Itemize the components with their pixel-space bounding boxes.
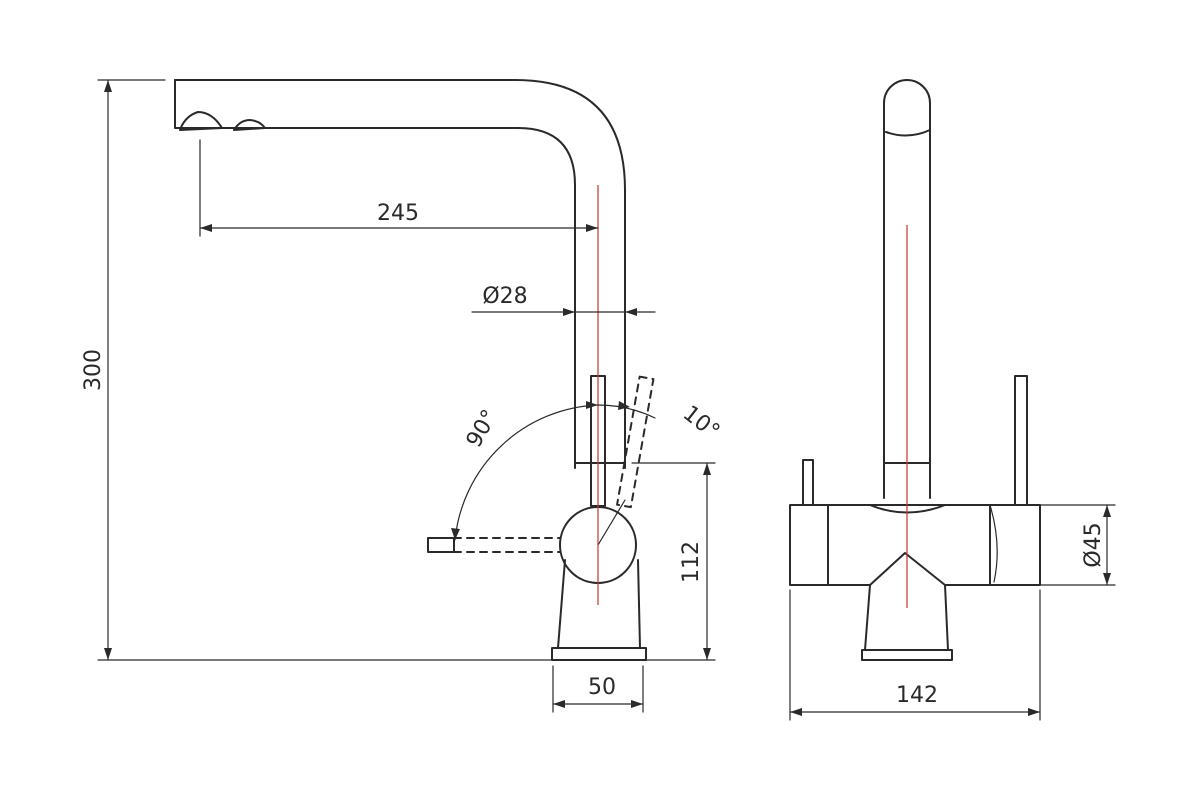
left-small-lever bbox=[802, 459, 814, 506]
dim-300-arrow-top bbox=[104, 80, 112, 92]
dim-245-arrow-right bbox=[586, 224, 598, 232]
dim-90-arrow-top bbox=[586, 401, 598, 409]
dim-112-arrow-top bbox=[703, 463, 711, 475]
lever-tilted-10deg bbox=[616, 375, 655, 509]
dim-50-arrow-right bbox=[631, 700, 643, 708]
front-view: Ø45 142 bbox=[789, 79, 1116, 721]
dim-112-label: 112 bbox=[679, 541, 704, 583]
dim-45-label: Ø45 bbox=[1081, 522, 1106, 567]
spray-nozzle-large bbox=[179, 111, 223, 131]
dim-45-arrow-top bbox=[1103, 505, 1111, 517]
lever-pivot-line bbox=[597, 499, 626, 546]
dim-10-arrow bbox=[618, 401, 630, 410]
body-housing bbox=[557, 559, 641, 649]
dim-50-label: 50 bbox=[588, 675, 616, 700]
left-valve-cap bbox=[789, 504, 829, 586]
dim-142-arrow-right bbox=[1028, 708, 1040, 716]
spray-nozzle-small bbox=[233, 119, 266, 131]
dim-142-arrow-left bbox=[790, 708, 802, 716]
dim-90-arc bbox=[454, 404, 599, 541]
dim-10-arc bbox=[597, 404, 656, 419]
dim-300-arrow-bottom bbox=[104, 648, 112, 660]
dim-50-arrow-left bbox=[553, 700, 565, 708]
base-plate bbox=[551, 647, 647, 661]
right-tall-lever bbox=[1014, 375, 1028, 506]
dim-28-arrow-left bbox=[563, 308, 575, 316]
lever-horizontal-90deg bbox=[427, 537, 561, 553]
dim-112-arrow-bottom bbox=[703, 648, 711, 660]
dim-142-label: 142 bbox=[896, 683, 938, 708]
spout-outer-contour bbox=[174, 79, 626, 469]
dim-28-label: Ø28 bbox=[482, 284, 527, 309]
dim-245-label: 245 bbox=[377, 201, 419, 226]
dim-10-label: 10° bbox=[678, 401, 724, 445]
dim-300-label: 300 bbox=[81, 349, 106, 391]
front-base-plate bbox=[861, 649, 953, 661]
dim-90-label: 90° bbox=[462, 406, 503, 452]
dim-28-arrow-right bbox=[625, 308, 637, 316]
right-cap-shadow bbox=[989, 504, 998, 583]
spout-head bbox=[883, 79, 931, 131]
dim-45-arrow-bottom bbox=[1103, 573, 1111, 585]
side-view: 300 245 Ø28 90° 10° 112 50 bbox=[81, 79, 724, 713]
central-body bbox=[827, 504, 991, 586]
spout-inner-contour bbox=[174, 79, 576, 469]
spout-head-lip bbox=[885, 129, 931, 137]
dim-245-arrow-left bbox=[200, 224, 212, 232]
dim-90-arrow-bottom bbox=[451, 528, 460, 540]
